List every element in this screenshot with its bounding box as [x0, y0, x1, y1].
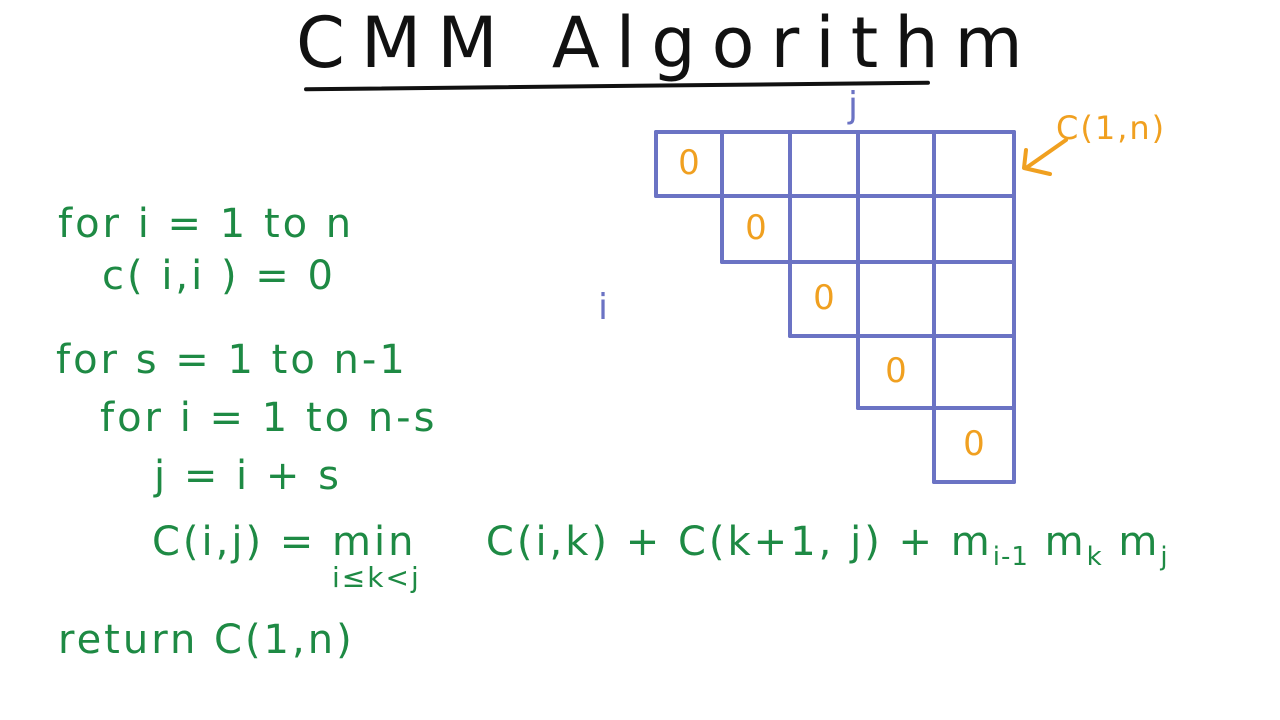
recurrence-m-k: m	[1044, 519, 1087, 565]
annotation-arrow	[1022, 138, 1068, 176]
min-label: min	[332, 519, 417, 565]
code-line-return: return C(1,n)	[58, 617, 355, 663]
subscript-j: j	[1160, 542, 1169, 572]
diagonal-zero-1: 0	[678, 143, 700, 183]
diagonal-zero-4: 0	[885, 351, 907, 391]
code-line-for-i: for i = 1 to n	[58, 201, 355, 247]
row-label-i: i	[598, 287, 609, 328]
code-line-for-i-inner: for i = 1 to n-s	[100, 395, 438, 441]
subscript-i-minus-1: i-1	[992, 542, 1029, 572]
subscript-k: k	[1086, 542, 1103, 572]
grid-lines	[654, 130, 1016, 484]
min-operator: min i≤k<j	[332, 519, 419, 592]
code-line-recurrence: C(i,j) = min i≤k<j C(i,k) + C(k+1, j) + …	[152, 519, 1169, 592]
diagonal-zero-3: 0	[813, 278, 835, 318]
recurrence-rhs: C(i,k) + C(k+1, j) + m	[485, 519, 993, 565]
arrow-shaft	[1024, 138, 1068, 170]
diagonal-zero-5: 0	[963, 424, 985, 464]
recurrence-lhs: C(i,j) =	[152, 519, 317, 565]
recurrence-m-j: m	[1118, 519, 1161, 565]
min-range: i≤k<j	[332, 561, 421, 594]
code-line-for-s: for s = 1 to n-1	[56, 337, 408, 383]
annotation-c-1-n: C(1,n)	[1056, 109, 1167, 147]
diagonal-zero-2: 0	[745, 208, 767, 248]
code-line-init: c( i,i ) = 0	[102, 253, 336, 299]
col-label-j: j	[848, 85, 859, 126]
arrow-head	[1022, 148, 1052, 176]
code-line-j-assign: j = i + s	[154, 453, 342, 499]
page-title: CMM Algorithm	[296, 2, 1039, 84]
